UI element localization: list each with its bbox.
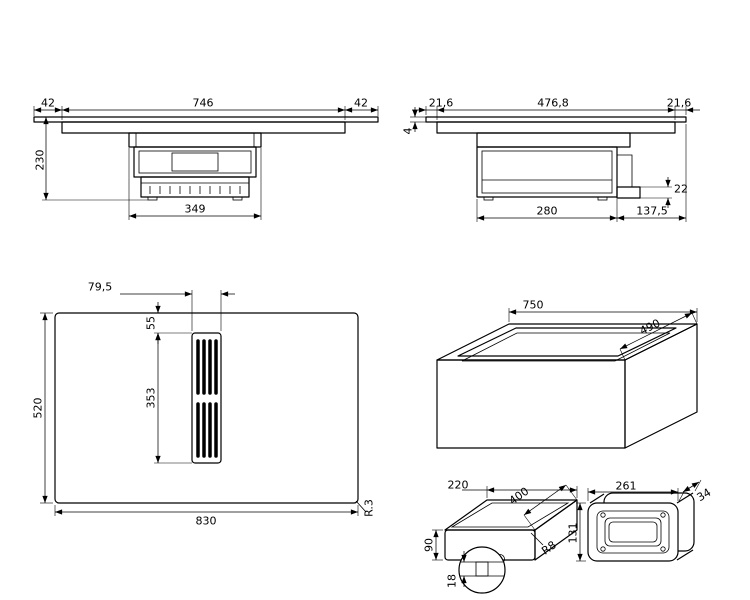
dim-plan-corner-radius: R.3 bbox=[363, 499, 376, 517]
dim-plan-overall-width: 830 bbox=[196, 515, 217, 528]
hob-body bbox=[61, 121, 346, 134]
flange-front-face bbox=[587, 502, 679, 562]
dim-front-duct-width: 349 bbox=[185, 203, 206, 216]
view-top-plan: 79,5 55 353 520 830 R.3 bbox=[32, 281, 376, 528]
dim-side-duct-depth: 280 bbox=[537, 205, 558, 218]
dim-plan-grille-length: 353 bbox=[145, 388, 158, 409]
dim-side-right-margin: 21,6 bbox=[667, 97, 692, 110]
dim-cutout-width: 750 bbox=[523, 299, 544, 312]
dim-duct-box-depth: 400 bbox=[507, 485, 532, 508]
view-front-section: 42 746 42 230 349 bbox=[33, 97, 379, 220]
hob-outline-plan bbox=[54, 312, 359, 504]
glass-side bbox=[425, 116, 687, 123]
dim-front-left-overhang: 42 bbox=[41, 97, 55, 110]
dim-flange-depth: 34 bbox=[695, 486, 714, 504]
dim-duct-box-height: 90 bbox=[423, 538, 436, 552]
view-cutout-3d: 750 490 bbox=[436, 299, 698, 449]
view-duct-box-3d: 220 400 90 R8 18 bbox=[423, 479, 578, 594]
view-side-section: 21,6 476,8 21,6 4 22 280 137,5 bbox=[402, 97, 700, 222]
dim-detail-foot-height: 18 bbox=[446, 574, 459, 588]
dim-side-glass-thickness: 4 bbox=[402, 128, 415, 135]
dim-plan-overall-depth: 520 bbox=[32, 398, 45, 419]
motor-housing-side bbox=[476, 146, 618, 198]
view-outlet-flange-3d: 261 34 131 bbox=[567, 480, 714, 562]
dim-side-rear-offset: 137,5 bbox=[636, 205, 668, 218]
detail-circle bbox=[458, 546, 506, 594]
dim-side-outlet-height: 22 bbox=[674, 183, 688, 196]
hob-body-side bbox=[436, 121, 676, 134]
dim-plan-grille-offset: 55 bbox=[145, 316, 158, 330]
extractor-grille bbox=[191, 332, 222, 464]
dim-front-total-height: 230 bbox=[34, 150, 47, 171]
motor bbox=[171, 152, 219, 172]
dim-side-body-depth: 476,8 bbox=[537, 97, 569, 110]
adjustable-foot bbox=[475, 561, 489, 577]
flange-slot bbox=[604, 517, 662, 547]
dim-plan-grille-width: 79,5 bbox=[88, 281, 113, 294]
dim-flange-width: 261 bbox=[616, 480, 637, 493]
dim-side-left-margin: 21,6 bbox=[429, 97, 454, 110]
dim-front-right-overhang: 42 bbox=[354, 97, 368, 110]
cabinet-front-face bbox=[436, 359, 626, 449]
dim-duct-box-width: 220 bbox=[448, 479, 469, 492]
plenum-side bbox=[476, 132, 631, 148]
motor-housing bbox=[133, 146, 257, 178]
plenum bbox=[128, 132, 262, 148]
glass-top bbox=[33, 116, 379, 123]
dim-front-body-width: 746 bbox=[193, 97, 214, 110]
filter-box bbox=[140, 176, 250, 198]
dim-flange-height: 131 bbox=[567, 523, 580, 544]
air-outlet bbox=[616, 186, 641, 199]
cabinet-right-face bbox=[624, 323, 698, 449]
